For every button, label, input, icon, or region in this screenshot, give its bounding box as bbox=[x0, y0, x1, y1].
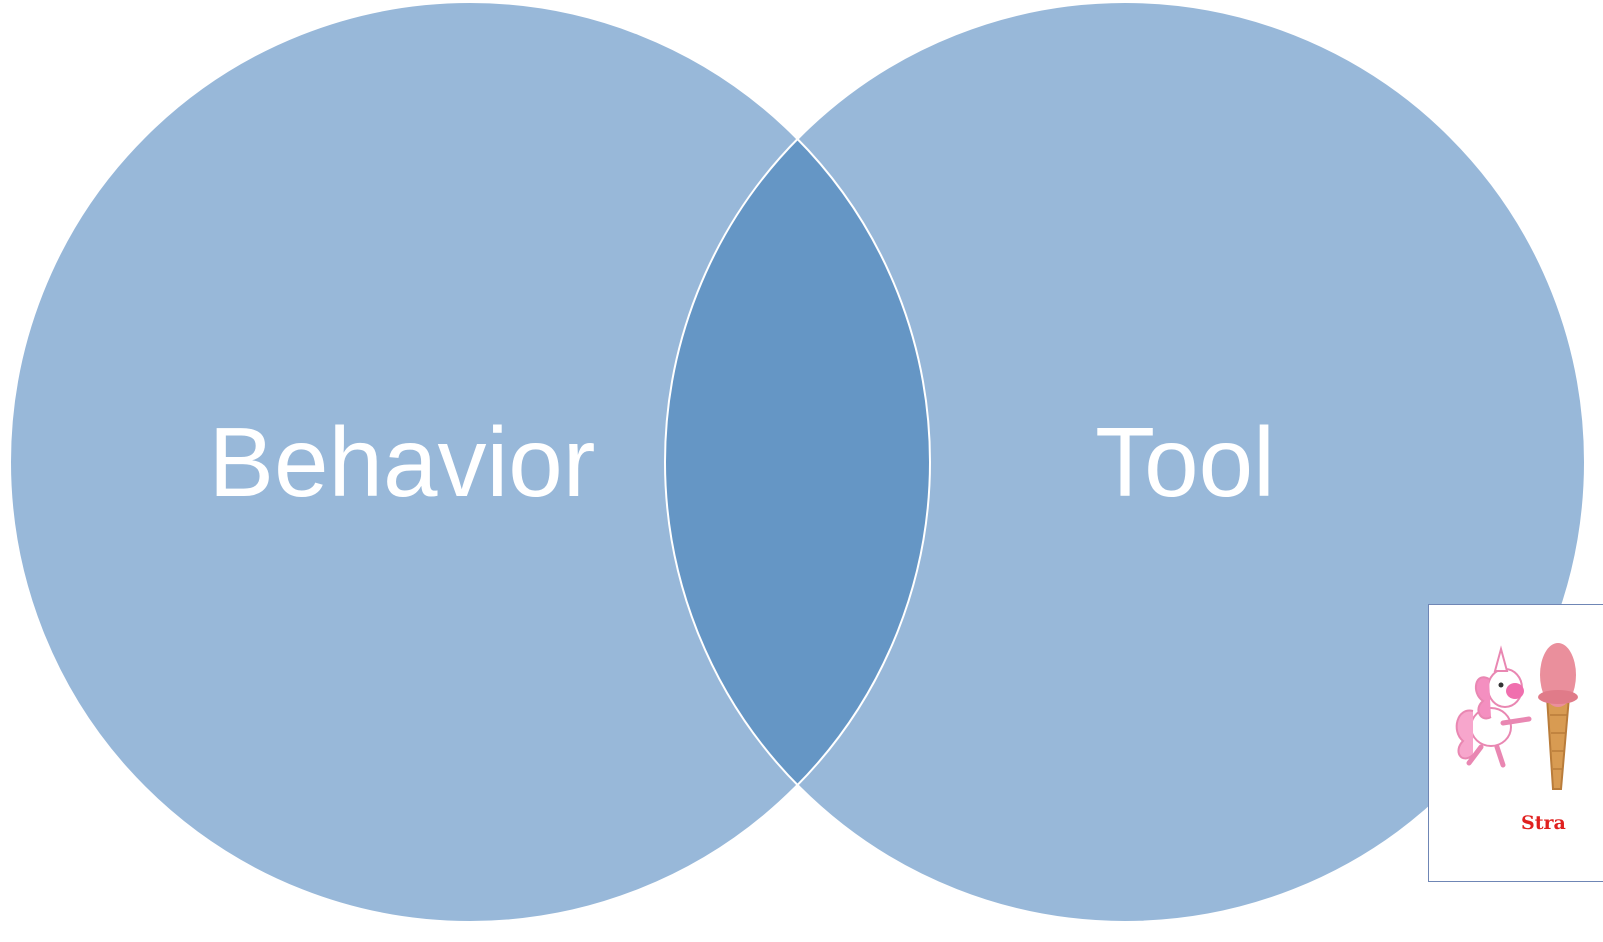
set-label-behavior: Behavior bbox=[209, 407, 596, 517]
thumbnail-caption: Stra bbox=[1521, 812, 1566, 834]
ice-cream-cone-icon bbox=[1538, 643, 1578, 790]
set-label-tool: Tool bbox=[1095, 407, 1275, 517]
thumbnail-image: Stra bbox=[1428, 604, 1603, 882]
behavior-outline bbox=[9, 1, 931, 923]
set-circle-tool bbox=[665, 2, 1585, 922]
set-circle-behavior bbox=[10, 2, 930, 922]
tool-outline bbox=[664, 1, 1586, 923]
unicorn-icon bbox=[1455, 645, 1532, 768]
